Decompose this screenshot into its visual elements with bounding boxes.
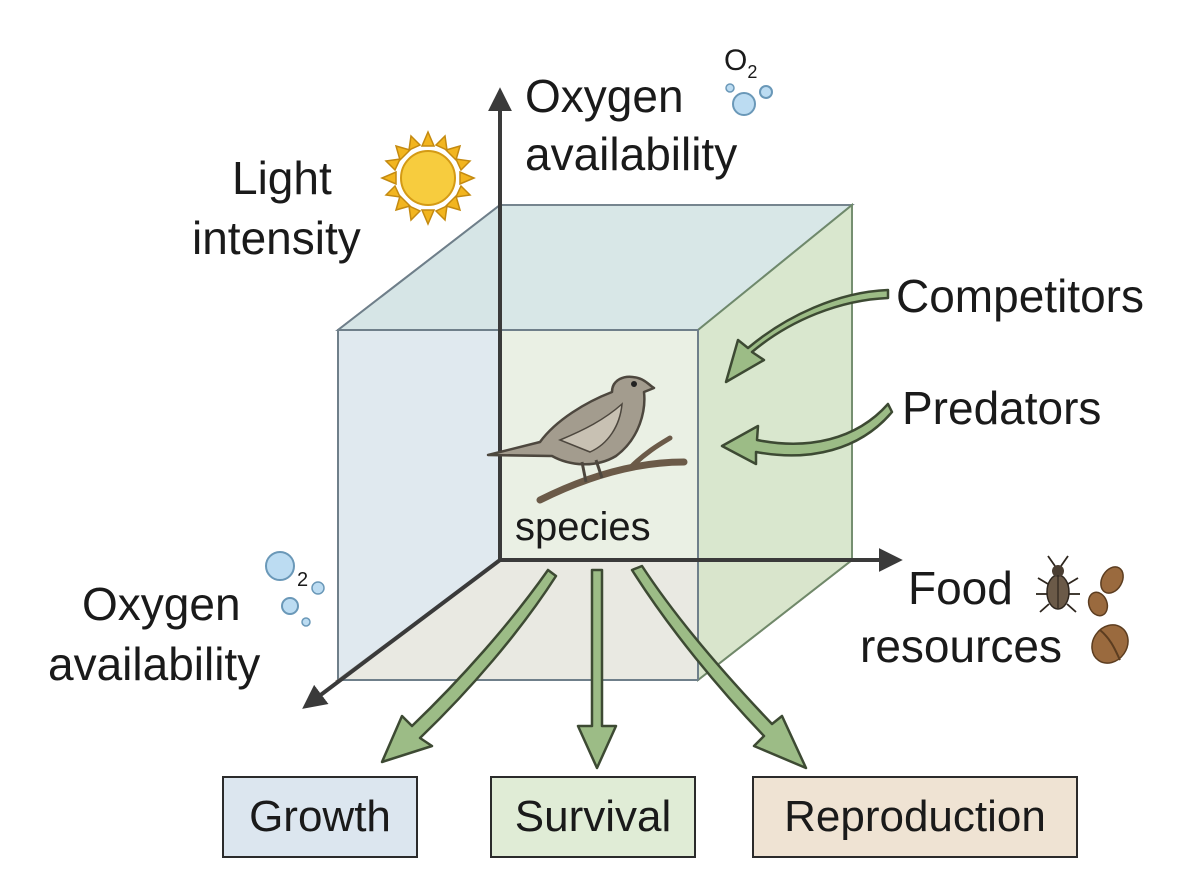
reproduction-arrow xyxy=(630,564,808,770)
food-label-line1: Food xyxy=(908,562,1013,614)
competitors-label: Competitors xyxy=(896,270,1144,322)
axes xyxy=(302,87,903,709)
reproduction-box: Reproduction xyxy=(752,776,1078,858)
predators-arrow xyxy=(720,402,894,466)
growth-box: Growth xyxy=(222,776,418,858)
light-label-line1: Light xyxy=(232,152,332,204)
predators-label: Predators xyxy=(902,382,1101,434)
competitors-arrow xyxy=(724,288,890,384)
oxygen-left-label-line1: Oxygen xyxy=(82,578,241,630)
food-label-line2: resources xyxy=(860,620,1062,672)
depth-axis xyxy=(302,558,502,709)
sun-icon xyxy=(380,130,476,226)
species-label: species xyxy=(515,505,651,549)
seed-icon xyxy=(1087,566,1129,664)
bird-icon xyxy=(486,375,688,504)
oxygen-bubbles-icon: 2 xyxy=(265,551,325,627)
light-label-line2: intensity xyxy=(192,212,361,264)
survival-box: Survival xyxy=(490,776,696,858)
oxygen-top-label-line2: availability xyxy=(525,128,737,180)
reproduction-label: Reproduction xyxy=(784,792,1046,841)
oxygen-left-label-line2: availability xyxy=(48,638,260,690)
beetle-icon xyxy=(1036,555,1080,613)
outcome-arrows xyxy=(380,564,808,770)
o2-left-subscript: 2 xyxy=(297,569,308,591)
growth-arrow xyxy=(380,568,558,764)
survival-arrow xyxy=(576,568,618,770)
oxygen-top-label-line1: Oxygen xyxy=(525,70,684,122)
growth-label: Growth xyxy=(249,792,391,841)
survival-label: Survival xyxy=(514,792,672,841)
oxygen-bubbles-icon: O2 xyxy=(724,44,773,116)
o2-top-symbol: O2 xyxy=(724,44,757,82)
